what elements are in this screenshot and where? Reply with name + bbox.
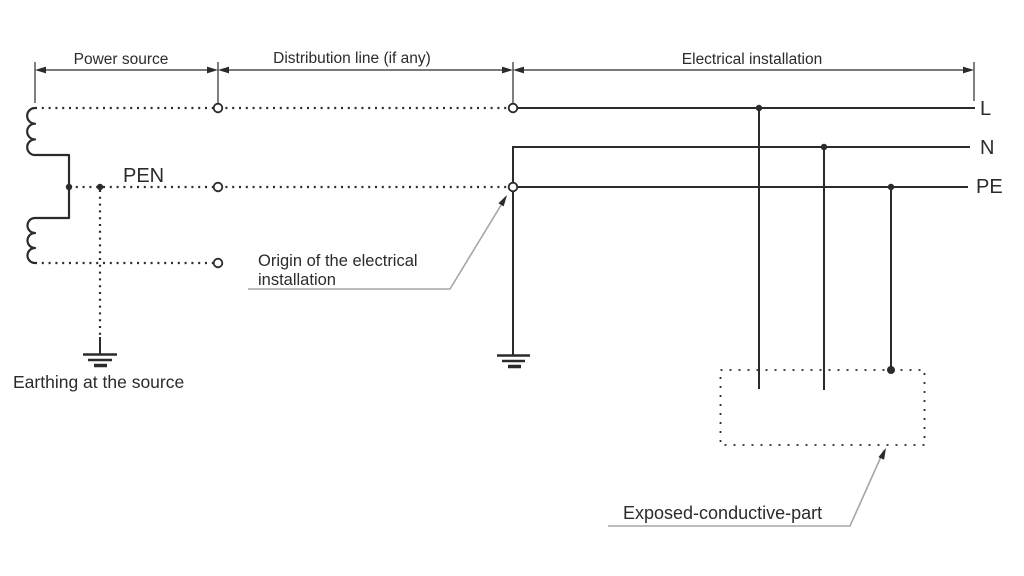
terminal-circle — [212, 257, 224, 269]
arrowhead-icon — [35, 66, 46, 74]
junction-dots — [65, 104, 895, 374]
pen-conductor-label: PEN — [123, 165, 164, 187]
junction-dot — [887, 366, 895, 374]
origin-label-line1: Origin of the electrical — [258, 252, 418, 270]
line-conductor-label: L — [980, 98, 991, 120]
earthing-at-source-label: Earthing at the source — [13, 372, 184, 392]
terminal-circles — [212, 102, 519, 269]
dotted-conductors — [35, 106, 509, 337]
neutral-conductor-label: N — [980, 137, 994, 159]
origin-leader — [248, 195, 507, 290]
dimension-ticks — [34, 62, 975, 104]
exposed-conductive-part-box — [719, 369, 926, 446]
solid-conductors — [99, 107, 975, 390]
arrowhead-icon — [207, 66, 218, 74]
earth-symbol-source-icon — [83, 353, 117, 368]
leader-arrowhead-icon — [878, 448, 886, 460]
arrowhead-icon — [963, 66, 974, 74]
earth-symbol-origin-icon — [497, 354, 530, 369]
terminal-circle — [507, 102, 519, 114]
exposed-conductive-part-label: Exposed-conductive-part — [623, 503, 822, 523]
junction-dot — [96, 183, 104, 191]
terminal-circle — [507, 181, 519, 193]
transformer-winding-icon — [26, 106, 71, 265]
origin-label-line2: installation — [258, 271, 336, 289]
exposed-part-leader — [608, 448, 886, 527]
terminal-circle — [212, 181, 224, 193]
distribution-line-label: Distribution line (if any) — [273, 50, 431, 67]
arrowhead-icon — [502, 66, 513, 74]
dimension-annotations — [34, 62, 975, 104]
arrowhead-icon — [218, 66, 229, 74]
junction-dot — [65, 183, 73, 191]
junction-dot — [820, 143, 828, 151]
arrowhead-icon — [513, 66, 524, 74]
leader-arrowhead-icon — [498, 195, 507, 207]
terminal-circle — [212, 102, 224, 114]
neutral-conductor — [512, 146, 970, 187]
power-source-label: Power source — [74, 51, 169, 68]
electrical-installation-label: Electrical installation — [682, 51, 822, 68]
junction-dot — [887, 183, 895, 191]
junction-dot — [755, 104, 763, 112]
pe-conductor-label: PE — [976, 176, 1003, 198]
